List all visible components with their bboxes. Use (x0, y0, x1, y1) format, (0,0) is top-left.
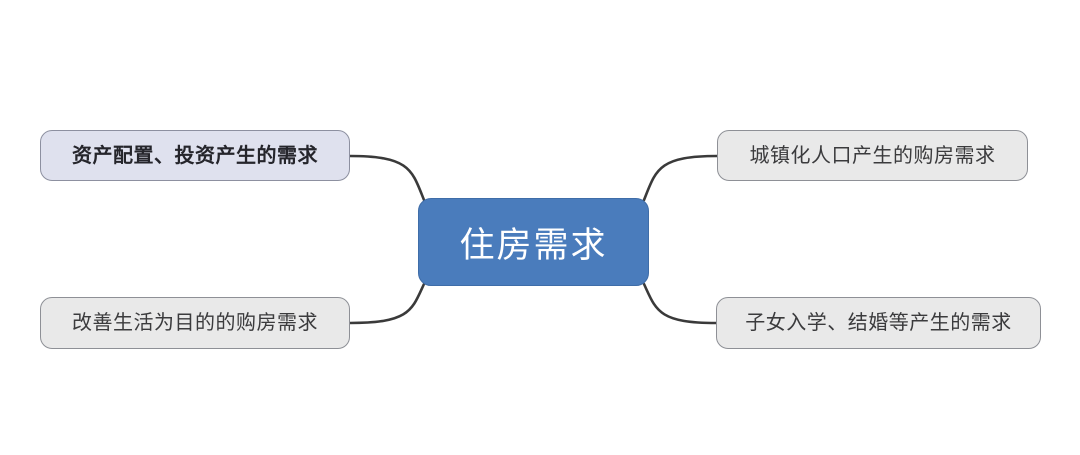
connector-bottom-left (348, 282, 426, 325)
branch-node-top-right[interactable]: 城镇化人口产生的购房需求 (717, 130, 1028, 181)
branch-label-top-left: 资产配置、投资产生的需求 (72, 144, 318, 167)
branch-label-top-right: 城镇化人口产生的购房需求 (749, 144, 996, 167)
connector-top-right (642, 154, 719, 202)
branch-node-bottom-right[interactable]: 子女入学、结婚等产生的需求 (716, 297, 1041, 349)
connector-top-left (348, 154, 426, 202)
branch-node-bottom-left[interactable]: 改善生活为目的的购房需求 (40, 297, 350, 349)
branch-node-top-left[interactable]: 资产配置、投资产生的需求 (40, 130, 350, 181)
connector-bottom-right (642, 282, 718, 325)
center-node[interactable]: 住房需求 (418, 198, 649, 286)
branch-label-bottom-left: 改善生活为目的的购房需求 (72, 312, 318, 334)
center-node-label: 住房需求 (459, 225, 608, 265)
branch-label-bottom-right: 子女入学、结婚等产生的需求 (745, 312, 1012, 334)
